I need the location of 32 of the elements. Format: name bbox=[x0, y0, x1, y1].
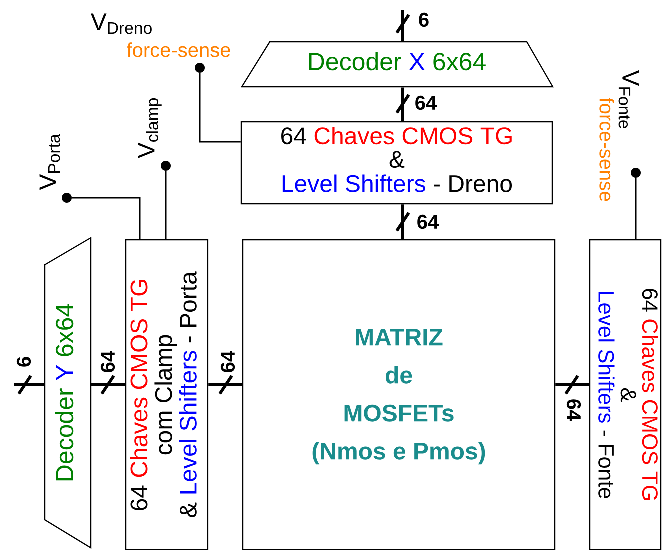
bus-width-label: 64 bbox=[566, 400, 582, 422]
terminal-label: V$_{Dreno}$ bbox=[90, 14, 152, 34]
bus-line bbox=[396, 86, 410, 123]
bus-width-label: 6 bbox=[419, 12, 429, 28]
terminal-dot bbox=[62, 193, 72, 203]
terminal-label: force-sense bbox=[600, 98, 614, 202]
connector-line bbox=[165, 171, 167, 240]
bus-line bbox=[207, 374, 244, 396]
bus-line bbox=[12, 374, 46, 396]
switch-box: 64 Chaves CMOS TG & Level Shifters - Dreno bbox=[240, 121, 554, 205]
connector-line bbox=[72, 197, 141, 240]
connector-line bbox=[199, 73, 241, 143]
decoder-trapezoid: Decoder Y 6x64 bbox=[44, 236, 92, 550]
terminal-label: V$_{Fonte}$ bbox=[618, 70, 640, 128]
terminal-label: V$_{Porta}$ bbox=[40, 134, 60, 190]
bus-line bbox=[396, 8, 410, 44]
bus-width-label: 64 bbox=[220, 351, 236, 372]
matrix-box: MATRIZ de MOSFETs (Nmos e Pmos) bbox=[242, 239, 556, 550]
bus-width-label: 64 bbox=[416, 96, 437, 110]
bus-width-label: 6 bbox=[16, 357, 32, 367]
switch-box: 64 Chaves CMOS TG & Level Shifters - Fonte bbox=[589, 239, 662, 550]
bus-width-label: 64 bbox=[418, 214, 439, 230]
terminal-dot bbox=[161, 161, 171, 171]
bus-line bbox=[90, 374, 127, 396]
terminal-dot bbox=[631, 168, 641, 178]
bus-width-label: 64 bbox=[100, 351, 116, 372]
connector-line bbox=[635, 178, 637, 240]
bus-line bbox=[554, 374, 591, 396]
terminal-label: force-sense bbox=[127, 42, 230, 58]
terminal-label: V$_{clamp}$ bbox=[138, 98, 162, 159]
terminal-dot bbox=[195, 63, 205, 73]
bus-line bbox=[396, 203, 410, 241]
